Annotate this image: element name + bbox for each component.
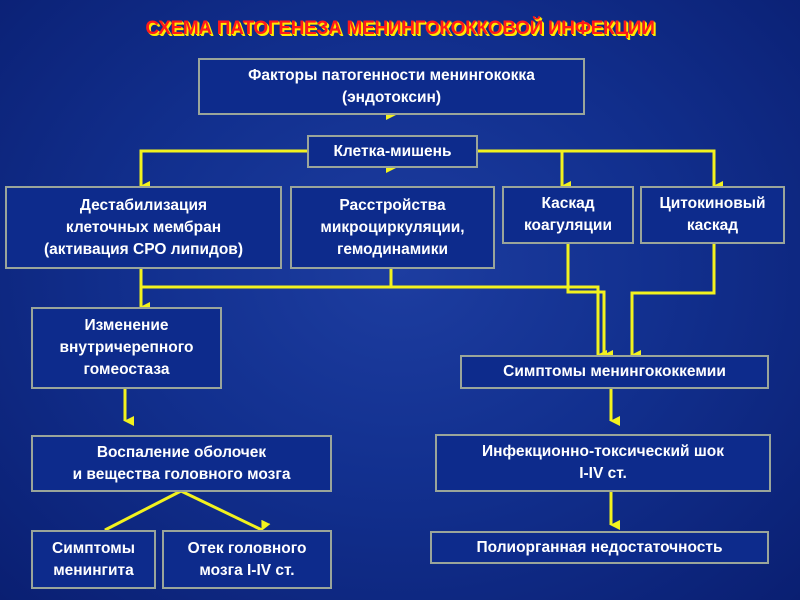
node-organ-failure: Полиорганная недостаточность <box>430 531 769 564</box>
slide-title: СХЕМА ПАТОГЕНЕЗА МЕНИНГОКОККОВОЙ ИНФЕКЦИ… <box>145 18 655 39</box>
arrow-coag-to-mcc <box>566 243 613 360</box>
node-cytokine: Цитокиновый каскад <box>640 186 785 244</box>
arrow-cell-to-coag <box>477 149 571 191</box>
arrow-inflam-to-edema <box>180 489 271 532</box>
line-merge <box>141 285 607 360</box>
node-microcirculation: Расстройства микроциркуляции, гемодинами… <box>290 186 495 269</box>
node-destabilization: Дестабилизация клеточных мембран (актива… <box>5 186 282 269</box>
node-intracranial: Изменение внутричерепного гомеостаза <box>31 307 222 389</box>
node-meningitis: Симптомы менингита <box>31 530 156 589</box>
arrow-cytokine-to-mcc <box>630 243 716 360</box>
node-shock: Инфекционно-токсический шок I-IV ст. <box>435 434 771 492</box>
node-target-cell: Клетка-мишень <box>307 135 478 168</box>
node-meningococcemia: Симптомы менингококкемии <box>460 355 769 389</box>
node-edema: Отек головного мозга I-IV ст. <box>162 530 332 589</box>
node-factors: Факторы патогенности менингококка (эндот… <box>198 58 585 115</box>
arrow-cell-to-destab <box>139 149 307 191</box>
arrow-cell-to-cytokine <box>562 149 723 191</box>
node-inflammation: Воспаление оболочек и вещества головного… <box>31 435 332 492</box>
node-coagulation: Каскад коагуляции <box>502 186 634 244</box>
arrow-inflam-to-meningitis <box>104 489 182 541</box>
